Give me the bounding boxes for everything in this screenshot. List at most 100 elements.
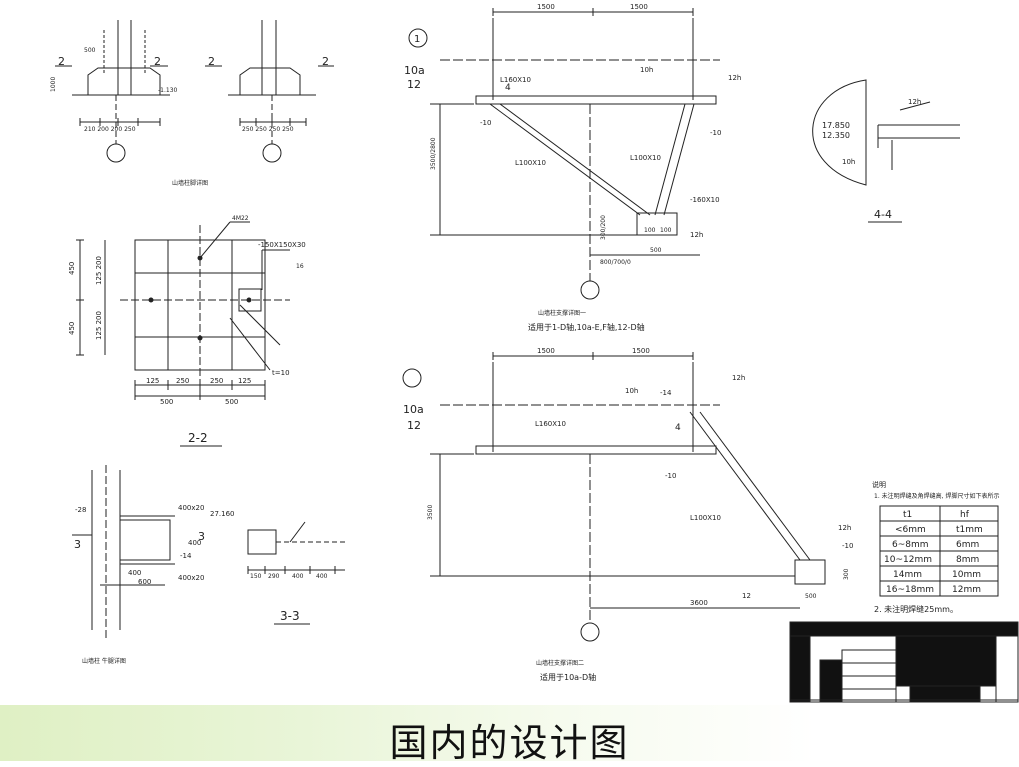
caption-band bbox=[0, 705, 1019, 761]
note-2: 2. 未注明焊缝25mm。 bbox=[874, 604, 958, 614]
weld-label: 12h bbox=[838, 524, 851, 532]
axis-label: 12 bbox=[407, 78, 421, 91]
dim: -14 bbox=[180, 552, 192, 560]
base-plate-plan: 125 250 250 125 500 500 450 125 200 450 … bbox=[68, 215, 306, 447]
section-mark: 2 bbox=[208, 55, 215, 68]
weld-label: 10h bbox=[842, 158, 855, 166]
table-cell: <6mm bbox=[895, 525, 926, 535]
plate-thk: t=10 bbox=[272, 369, 290, 377]
dim: 450 bbox=[68, 322, 76, 335]
angle-label: L100X10 bbox=[690, 514, 721, 522]
table-cell: 14mm bbox=[893, 570, 922, 580]
plate-label: -10 bbox=[710, 129, 721, 137]
dim: 1500 bbox=[632, 347, 650, 355]
dim: -28 bbox=[75, 506, 86, 514]
dim: 400 bbox=[128, 569, 141, 577]
base-dim: 100 bbox=[644, 227, 656, 234]
detail-title: 山墙柱 牛腿详图 bbox=[82, 657, 126, 665]
height-label: 1000 bbox=[50, 77, 57, 92]
dim: 150 bbox=[250, 573, 262, 580]
side-dim: 300/200 bbox=[600, 215, 607, 240]
dim: 400 bbox=[188, 539, 201, 547]
weld-size: 16 bbox=[296, 263, 304, 270]
bottom-dim: 800/700/0 bbox=[600, 259, 631, 266]
table-cell: 12mm bbox=[952, 585, 981, 595]
plate-label: -10 bbox=[480, 119, 491, 127]
dim: 1500 bbox=[537, 347, 555, 355]
section-mark: 3 bbox=[198, 530, 205, 543]
plate-size: -150X150X30 bbox=[258, 241, 306, 249]
bracket-detail: -28 400x20 27.160 400 400 600 400x20 -14… bbox=[72, 465, 345, 665]
dim: 125 200 bbox=[95, 311, 103, 340]
elevation-label: -1.130 bbox=[158, 87, 178, 94]
notes-heading: 说明 bbox=[872, 480, 886, 489]
axis-label: 12 bbox=[407, 419, 421, 432]
dim: 600 bbox=[138, 578, 151, 586]
dim: 290 bbox=[268, 573, 280, 580]
top-dim: 500 bbox=[84, 47, 96, 54]
dim: 125 bbox=[146, 377, 159, 385]
dim: 125 bbox=[238, 377, 251, 385]
table-cell: 6~8mm bbox=[892, 540, 929, 550]
side-dim: 300 bbox=[843, 568, 850, 580]
slide-caption: 国内的设计图 bbox=[389, 721, 630, 765]
dim: 500 bbox=[160, 398, 173, 406]
table-header: t1 bbox=[903, 510, 912, 520]
dim: 500 bbox=[225, 398, 238, 406]
dim: 27.160 bbox=[210, 510, 235, 518]
dim: 1500 bbox=[537, 3, 555, 11]
note-1: 1. 未注明焊缝及角焊缝高, 焊脚尺寸如下表所示 bbox=[874, 492, 999, 500]
brace-detail-2: 1500 1500 10a 12 L160X10 L100X10 10h 12h… bbox=[402, 347, 853, 682]
notes: 说明 1. 未注明焊缝及角焊缝高, 焊脚尺寸如下表所示 t1 hf <6mm t… bbox=[872, 480, 999, 614]
weld-label: 10h bbox=[640, 66, 653, 74]
drawing-sheet: 2 2 -1.130 1000 500 210 200 200 250 2 2 … bbox=[50, 3, 1019, 703]
axis-label: 10a bbox=[403, 403, 424, 416]
angle-label: L160X10 bbox=[500, 76, 531, 84]
base-dims-right: 250 250 250 250 bbox=[242, 126, 294, 133]
dim: 250 bbox=[210, 377, 223, 385]
weld-label: 10h bbox=[625, 387, 638, 395]
detail-subtitle: 适用于10a-D轴 bbox=[540, 672, 596, 682]
weld-label: 12h bbox=[690, 231, 703, 239]
weld-label: 12h bbox=[732, 374, 745, 382]
height-dim: 3500/2800 bbox=[430, 137, 437, 170]
elevation: 12.350 bbox=[822, 131, 850, 140]
angle-label: L160X10 bbox=[535, 420, 566, 428]
section-4-4: 17.850 12.350 12h 10h 4-4 bbox=[812, 79, 960, 223]
angle-label: L100X10 bbox=[515, 159, 546, 167]
section-mark: 3 bbox=[74, 538, 81, 551]
title-block bbox=[789, 621, 1019, 703]
section-mark: 2 bbox=[322, 55, 329, 68]
anchor-note: 4M22 bbox=[232, 215, 249, 222]
dim: 450 bbox=[68, 262, 76, 275]
axis-label: 1 bbox=[414, 34, 420, 45]
detail-title: 山墙柱支撑详图一 bbox=[538, 309, 586, 317]
cad-drawing: 2 2 -1.130 1000 500 210 200 200 250 2 2 … bbox=[50, 3, 1019, 703]
table-cell: 10mm bbox=[952, 570, 981, 580]
plate-label: -10 bbox=[842, 542, 853, 550]
dim: 400 bbox=[292, 573, 304, 580]
plate-label: -10 bbox=[665, 472, 676, 480]
angle-label: L100X10 bbox=[630, 154, 661, 162]
base-dim: 500 bbox=[805, 593, 817, 600]
section-mark: 2 bbox=[154, 55, 161, 68]
table-cell: t1mm bbox=[956, 525, 983, 535]
plate-label: -160X10 bbox=[690, 196, 720, 204]
weld-mark: 12 bbox=[742, 592, 751, 600]
table-cell: 10~12mm bbox=[884, 555, 932, 565]
brace-detail-1: 1500 1500 1 10a 12 L160X10 L100X10 L100X… bbox=[404, 3, 741, 332]
section-mark: 2 bbox=[58, 55, 65, 68]
detail-subtitle: 适用于1-D轴,10a-E,F轴,12-D轴 bbox=[528, 322, 645, 332]
weld-mark: 4 bbox=[675, 423, 681, 433]
dim: 400 bbox=[316, 573, 328, 580]
base-dim: 500 bbox=[650, 247, 662, 254]
column-base-detail: 2 2 -1.130 1000 500 210 200 200 250 2 2 … bbox=[50, 20, 334, 187]
dim: 400x20 bbox=[178, 574, 204, 582]
plate-label: -14 bbox=[660, 389, 672, 397]
table-cell: 8mm bbox=[956, 555, 979, 565]
dim: 250 bbox=[176, 377, 189, 385]
detail-title: 山墙柱支撑详图二 bbox=[536, 659, 584, 667]
weld-mark: 4 bbox=[505, 83, 511, 93]
dim: 1500 bbox=[630, 3, 648, 11]
weld-label: 12h bbox=[908, 98, 921, 106]
